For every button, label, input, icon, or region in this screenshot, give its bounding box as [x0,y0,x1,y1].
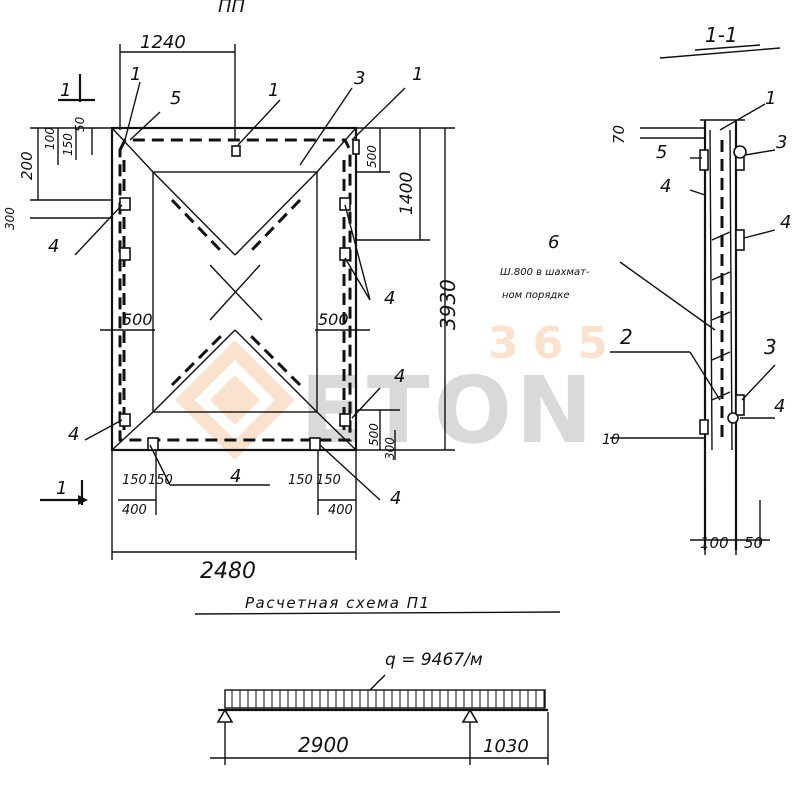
dim-left-3: 150 [61,133,75,156]
leader-top-3: 3 [354,68,365,89]
panel-opening [152,171,318,413]
section-leader-1: 1 [765,88,776,109]
watermark-number: 365 [488,318,622,369]
load-ticks [231,690,545,708]
dim-right-upper: 1400 [397,172,417,215]
section-leader-lines [610,103,776,419]
span-left: 2900 [298,733,349,757]
dim-bottom-right-0: 150 [288,473,313,488]
section-leader-3-bottom: 3 [764,335,777,359]
scheme-title: Расчетная схема П1 [245,594,431,612]
plan-leader-lines [74,81,406,501]
section-dim-small: 10 [602,432,620,448]
span-right: 1030 [483,736,529,757]
section-dimension-lines [610,127,770,555]
dim-bottom-left-0: 150 [122,473,147,488]
section-plates [699,145,747,435]
dim-bottom-left-2: 400 [122,503,147,518]
leader-top-center-1: 1 [268,80,279,101]
dim-right-top-small: 500 [365,145,379,168]
section-leader-6: 6 [548,232,559,253]
section-leader-4-bottom: 4 [774,396,785,417]
leader-top-5: 5 [170,88,181,109]
dim-left-1: 50 [73,116,87,132]
leader-right-4-lower: 4 [394,366,405,387]
dim-bottom-left-1: 150 [148,473,173,488]
embedded-plates [119,139,360,451]
plan-title-fragment: ПП [218,0,246,17]
leader-left-4-lower: 4 [68,424,79,445]
dim-bottom-right-1: 150 [316,473,341,488]
leader-top-right-1: 1 [412,64,423,85]
support-left [216,708,234,723]
section-cut-marks [40,74,95,505]
section-labels: 70 10 100 50 1 3 5 4 4 6 Ш.800 в шахмат-… [500,88,791,552]
section-view: 1-1 [500,23,791,555]
dim-height: 3930 [436,279,460,330]
dim-bottom-right-small-1: 300 [383,437,397,460]
support-right [461,708,479,723]
plan-view: ПП [3,0,460,584]
section-mark-bottom: 1 [56,478,67,499]
leader-bottom-4-left: 4 [230,466,241,487]
dim-mid-left: 500 [122,310,153,329]
span-dimension-lines [210,712,549,765]
dim-bottom-right-small-0: 500 [367,423,381,446]
scheme-load-label: q = 9467/м [385,650,483,670]
section-note-line1: Ш.800 в шахмат- [500,267,590,278]
dim-total-width: 2480 [200,559,256,584]
design-scheme: Расчетная схема П1 q = 9467/м 2900 1030 [194,594,561,765]
distributed-load [224,689,546,709]
dim-bottom-right-2: 400 [328,503,353,518]
plan-labels: 1240 2480 3930 1400 200 50 100 150 300 5… [3,32,460,584]
section-wall [700,119,745,550]
section-hatch [711,231,731,401]
section-note-line2: ном порядке [502,290,570,301]
section-leader-4-left: 4 [660,176,671,197]
section-dim-bottom-left: 100 [700,534,729,552]
section-leader-5: 5 [656,142,667,163]
dim-left-0: 200 [18,151,36,180]
section-title: 1-1 [705,23,738,47]
leader-top-left-1: 1 [130,64,141,85]
dim-mid-right: 500 [318,310,349,329]
opening-diagonals [111,127,357,451]
section-dim-bottom-right: 50 [744,534,763,552]
dim-left-4: 300 [3,207,17,230]
dim-left-2: 100 [43,127,57,150]
leader-left-4-upper: 4 [48,236,59,257]
leader-bottom-4-right: 4 [390,488,401,509]
section-mark-top: 1 [60,80,71,101]
section-leader-2: 2 [620,325,633,349]
watermark-logo-icon [175,340,295,460]
leader-right-4-upper: 4 [384,288,395,309]
plan-dimension-lines [30,44,455,560]
panel-outline [110,126,358,452]
section-leader-3-top: 3 [776,132,787,153]
watermark: 365 ETON [175,318,622,464]
dim-top-width: 1240 [140,32,186,53]
section-leader-4-right: 4 [780,212,791,233]
section-dim-top: 70 [610,125,628,144]
